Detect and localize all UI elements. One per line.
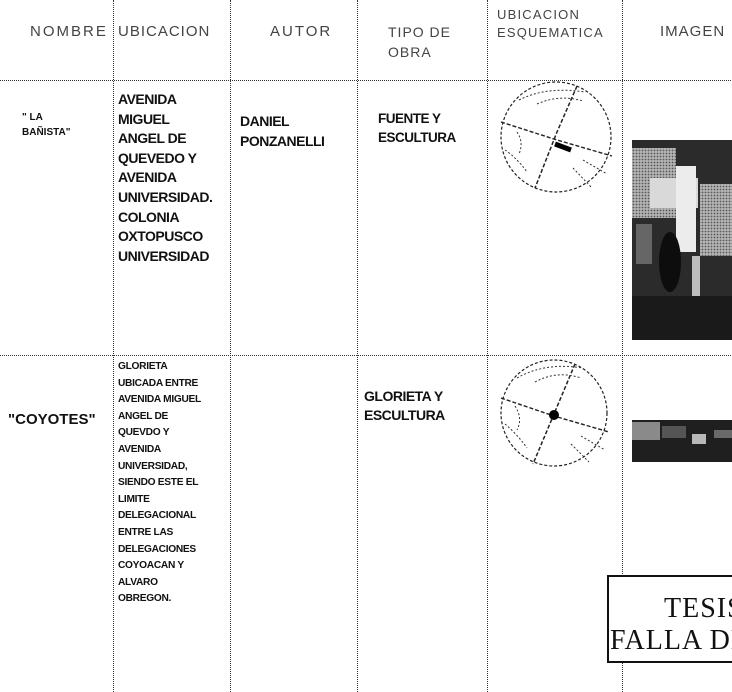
stamp-line-1: TESIS — [664, 593, 732, 624]
row-1-sculpture-photo — [632, 140, 732, 340]
thesis-stamp: TESIS FALLA DE — [607, 575, 732, 663]
row-2-schematic-map — [500, 359, 610, 467]
column-divider — [487, 0, 488, 692]
stamp-line-2: FALLA DE — [610, 625, 732, 656]
row-1-ubicacion: AVENIDA MIGUEL ANGEL DE QUEVEDO Y AVENID… — [118, 91, 213, 264]
header-row-divider — [0, 80, 731, 81]
row-2-tipo: GLORIETA Y ESCULTURA — [364, 388, 445, 423]
row-divider — [0, 355, 731, 356]
row-2-sculpture-photo — [632, 420, 732, 462]
header-tipo-de-obra: TIPO DE OBRA — [388, 24, 452, 60]
header-imagen: IMAGEN — [660, 23, 726, 40]
row-2-nombre: "COYOTES" — [8, 411, 96, 428]
row-1-nombre: " LA BAÑISTA" — [22, 112, 71, 138]
row-1-autor: DANIEL PONZANELLI — [240, 113, 325, 149]
column-divider — [113, 0, 114, 692]
header-ubicacion: UBICACION — [118, 23, 211, 40]
header-ubicacion-esquematica: UBICACION ESQUEMATICA — [497, 7, 604, 40]
row-1-tipo: FUENTE Y ESCULTURA — [378, 111, 456, 145]
header-autor: AUTOR — [270, 23, 333, 40]
column-divider — [622, 0, 623, 692]
column-divider — [230, 0, 231, 692]
row-2-ubicacion: GLORIETA UBICADA ENTRE AVENIDA MIGUEL AN… — [118, 361, 201, 605]
row-1-schematic-map — [500, 81, 613, 193]
column-divider — [357, 0, 358, 692]
header-nombre: NOMBRE — [30, 23, 108, 40]
